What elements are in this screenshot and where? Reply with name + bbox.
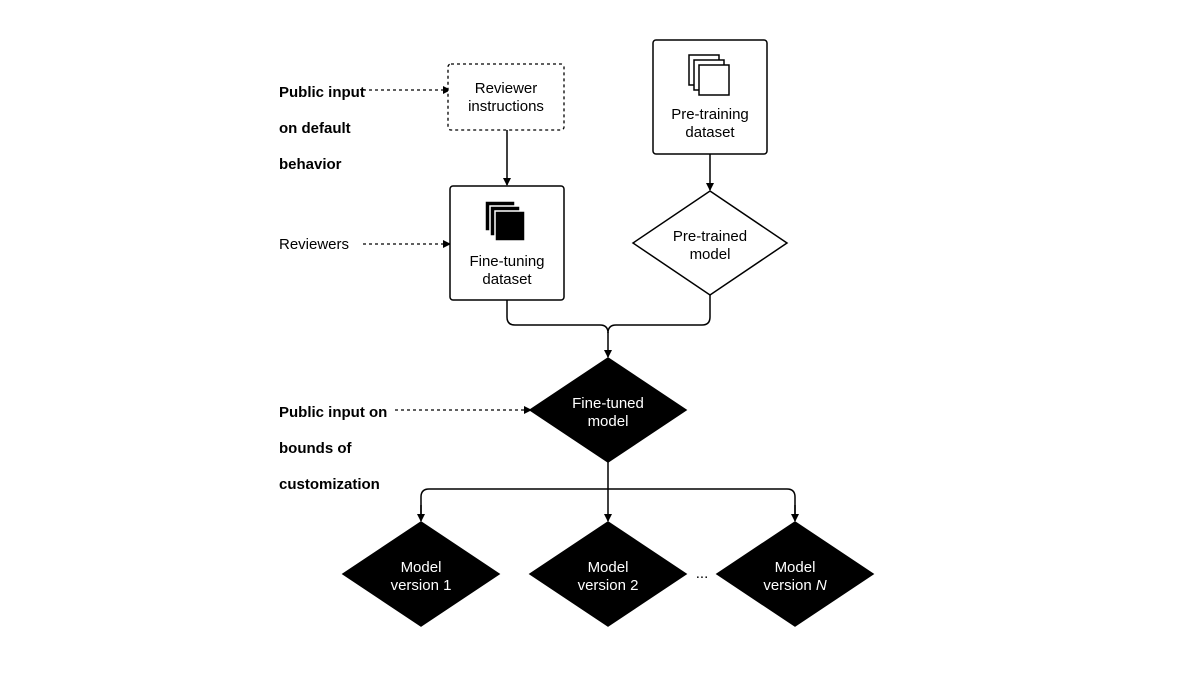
public-input-default-line1: Public input bbox=[279, 84, 365, 101]
finetuned-model-line2: model bbox=[588, 413, 629, 430]
pretraining-dataset-line1: Pre-training bbox=[671, 106, 749, 123]
pretrained-model-line2: model bbox=[690, 246, 731, 263]
model-version-1-line2: version 1 bbox=[391, 577, 452, 594]
model-version-n-node: Model version N bbox=[715, 521, 875, 627]
public-input-bounds-line1: Public input on bbox=[279, 404, 388, 421]
model-version-2-line2: version 2 bbox=[578, 577, 639, 594]
public-input-default-line3: behavior bbox=[279, 156, 342, 173]
ellipsis: ... bbox=[696, 565, 709, 582]
public-input-bounds-line2: bounds of bbox=[279, 440, 352, 457]
finetuning-dataset-node: Fine-tuning dataset bbox=[449, 185, 565, 301]
reviewer-instructions-node: Reviewer instructions bbox=[447, 63, 565, 131]
model-version-1-node: Model version 1 bbox=[341, 521, 501, 627]
public-input-bounds-label: Public input on bounds of customization bbox=[279, 386, 387, 512]
pretrained-model-line1: Pre-trained bbox=[673, 228, 747, 245]
pretraining-dataset-line2: dataset bbox=[685, 124, 735, 141]
model-version-1-line1: Model bbox=[401, 559, 442, 576]
model-version-n-variable: N bbox=[816, 577, 827, 594]
finetuned-model-line1: Fine-tuned bbox=[572, 395, 644, 412]
model-version-n-line2: version N bbox=[763, 577, 827, 594]
reviewer-instructions-line2: instructions bbox=[468, 98, 544, 115]
finetuning-dataset-line2: dataset bbox=[482, 271, 532, 288]
public-input-bounds-line3: customization bbox=[279, 476, 380, 493]
finetuned-model-node: Fine-tuned model bbox=[528, 357, 688, 463]
model-version-n-line1: Model bbox=[775, 559, 816, 576]
public-input-default-line2: on default bbox=[279, 120, 351, 137]
public-input-default-label: Public input on default behavior bbox=[279, 66, 365, 192]
stacked-documents-filled-icon bbox=[484, 200, 526, 242]
reviewer-instructions-line1: Reviewer bbox=[475, 80, 538, 97]
model-version-n-prefix: version bbox=[763, 577, 816, 594]
stacked-documents-outline-icon bbox=[688, 54, 730, 96]
finetuning-dataset-line1: Fine-tuning bbox=[469, 253, 544, 270]
pretraining-dataset-node: Pre-training dataset bbox=[652, 39, 768, 155]
model-version-2-line1: Model bbox=[588, 559, 629, 576]
model-version-2-node: Model version 2 bbox=[528, 521, 688, 627]
pretrained-model-node: Pre-trained model bbox=[631, 190, 789, 296]
reviewers-label: Reviewers bbox=[279, 236, 350, 253]
merge-connector bbox=[506, 295, 711, 334]
